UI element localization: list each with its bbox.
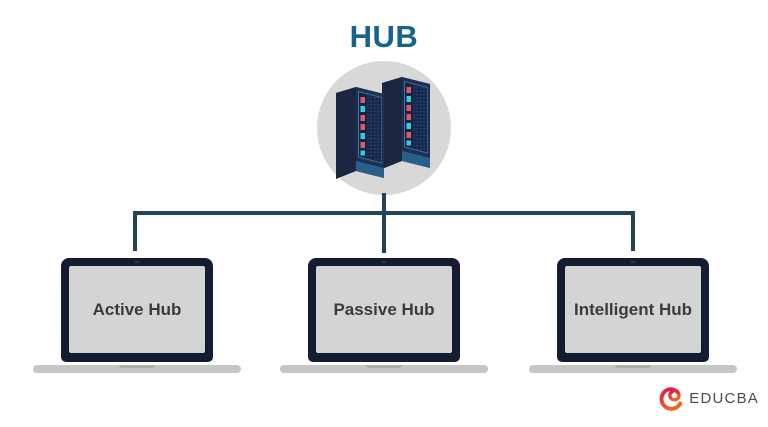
laptop-icon: Active Hub <box>61 258 213 362</box>
connector-drop-intelligent-hub <box>631 211 635 251</box>
connector-hub-to-bus <box>382 193 386 253</box>
diagram-title: HUB <box>349 19 419 54</box>
hub-node <box>317 61 451 195</box>
laptop-base <box>529 365 737 373</box>
node-label: Passive Hub <box>333 299 435 319</box>
webcam-dot-icon <box>381 261 387 263</box>
laptop-base <box>280 365 488 373</box>
node-intelligent-hub: Intelligent Hub <box>529 258 737 373</box>
educba-logo-text: EDUCBA <box>689 390 759 407</box>
educba-swirl-icon <box>659 387 683 411</box>
educba-logo: EDUCBA <box>656 385 759 412</box>
laptop-hinge <box>615 365 651 368</box>
node-active-hub: Active Hub <box>33 258 241 373</box>
laptop-icon: Passive Hub <box>308 258 460 362</box>
laptop-screen: Passive Hub <box>316 266 452 353</box>
connector-horizontal-bus <box>133 211 635 215</box>
node-label: Intelligent Hub <box>573 299 693 319</box>
laptop-hinge <box>119 365 155 368</box>
webcam-dot-icon <box>630 261 636 263</box>
laptop-screen: Active Hub <box>69 266 205 353</box>
server-rack-icon <box>335 76 431 179</box>
laptop-screen: Intelligent Hub <box>565 266 701 353</box>
laptop-base <box>33 365 241 373</box>
laptop-icon: Intelligent Hub <box>557 258 709 362</box>
connector-drop-active-hub <box>133 211 137 251</box>
laptop-hinge <box>366 365 402 368</box>
webcam-dot-icon <box>134 261 140 263</box>
node-passive-hub: Passive Hub <box>280 258 488 373</box>
node-label: Active Hub <box>92 299 182 319</box>
